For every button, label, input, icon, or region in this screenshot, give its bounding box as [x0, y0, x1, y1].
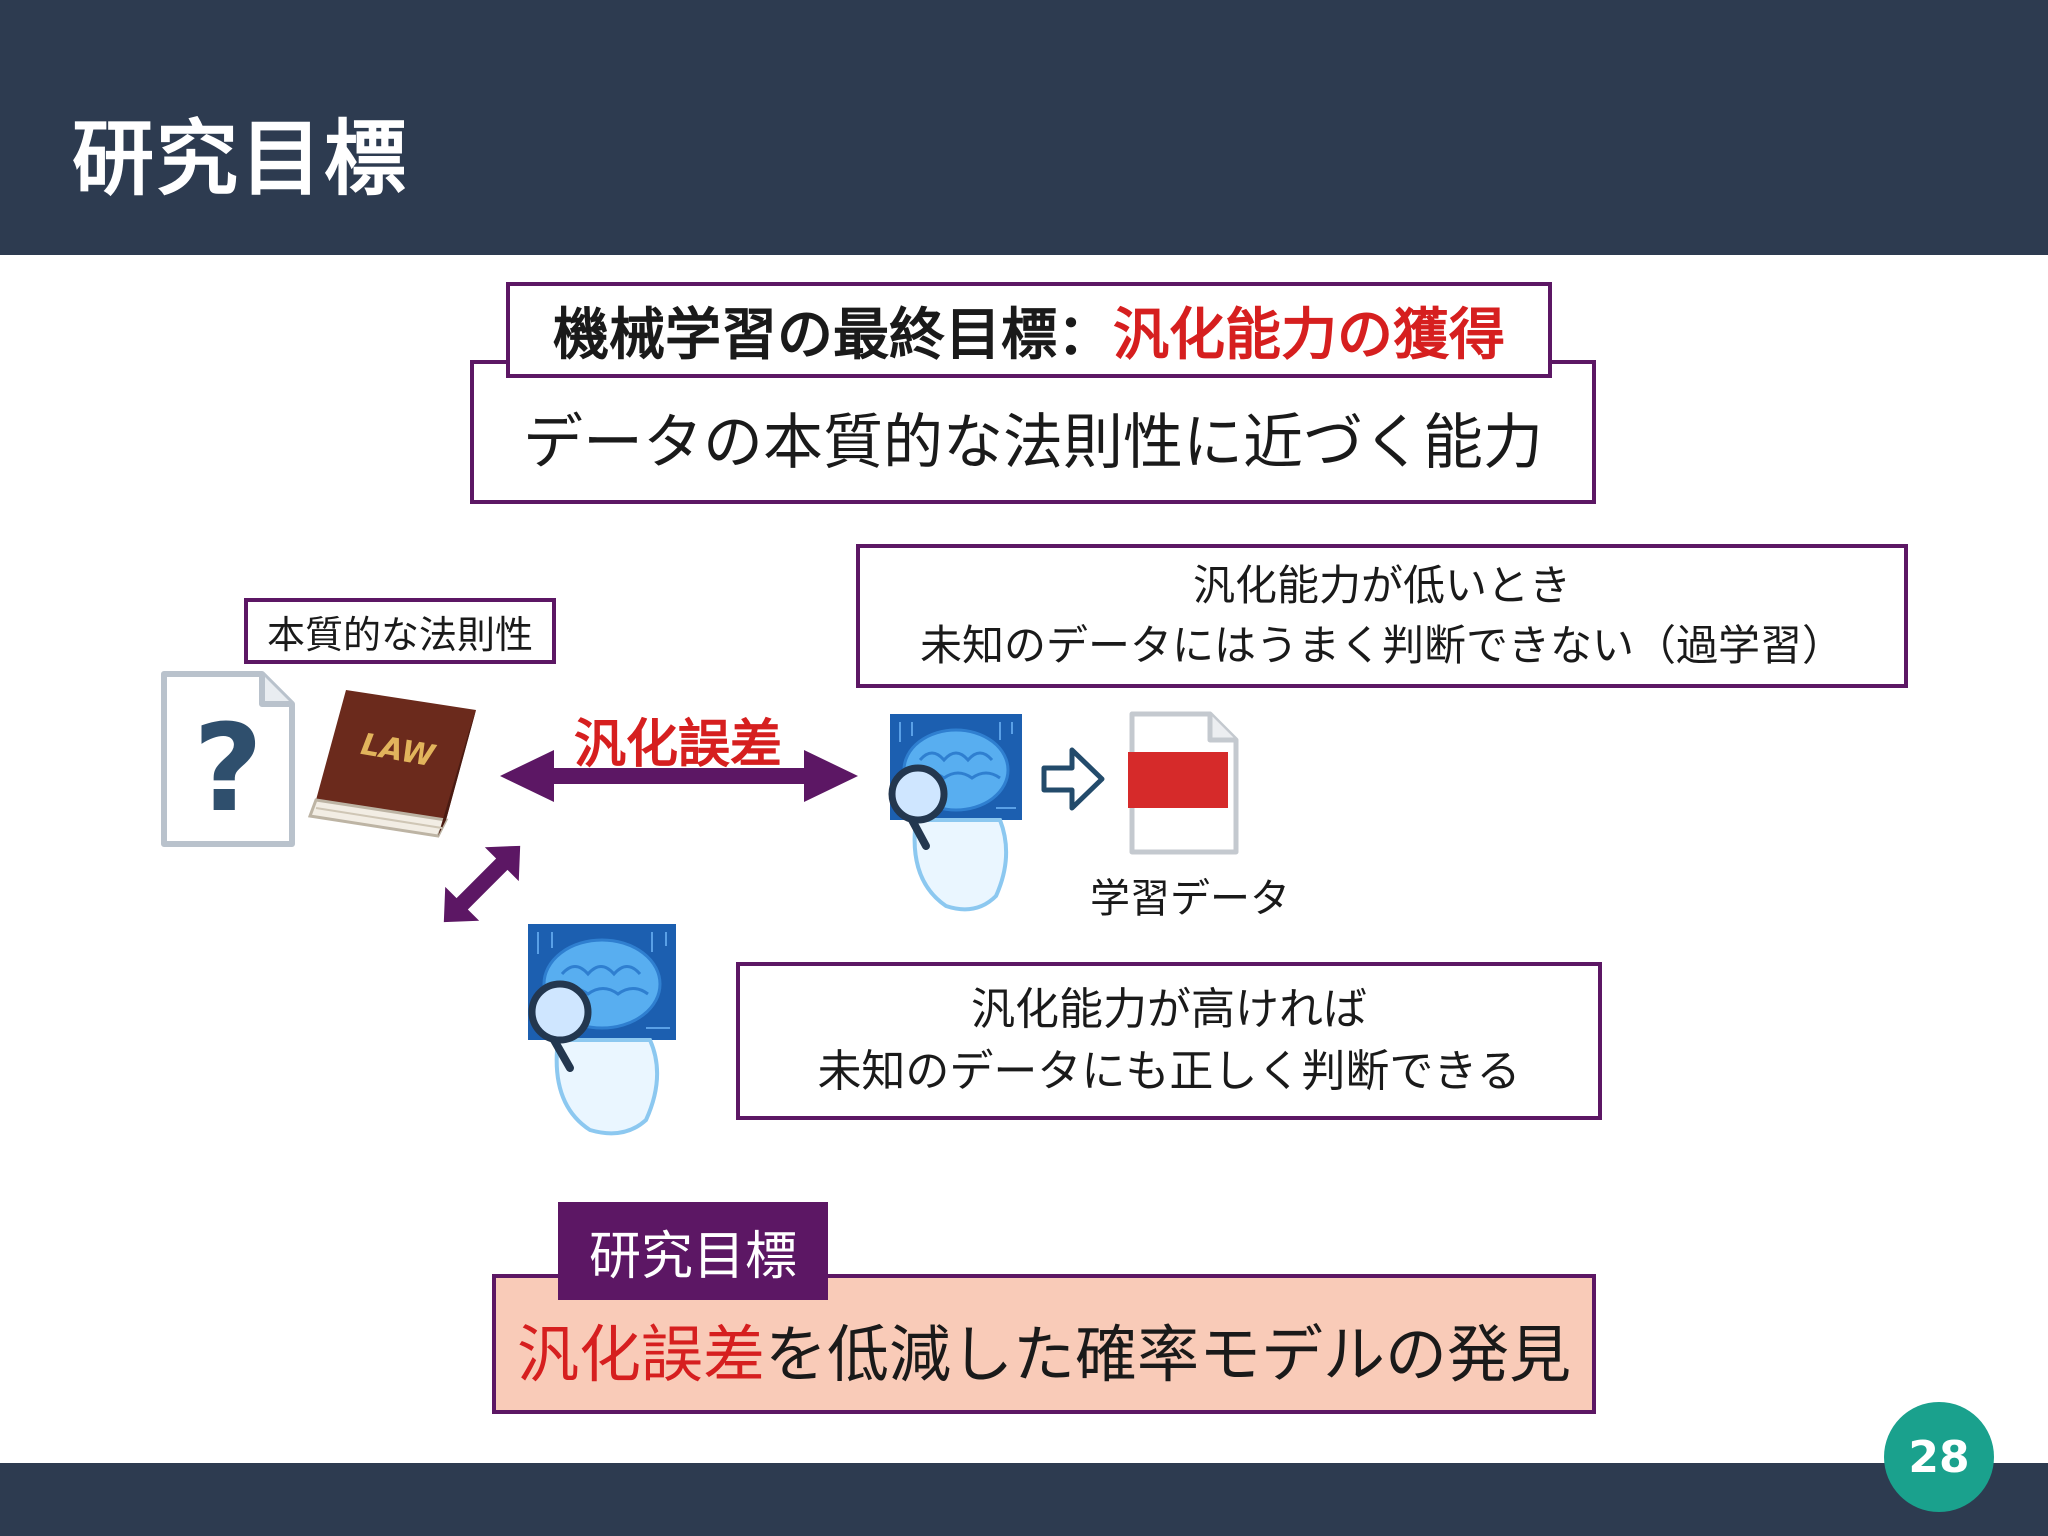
ml-goal-title-prefix-overlay: 機械学習の最終目標：	[553, 302, 1113, 368]
page-title: 研究目標	[72, 112, 409, 207]
page-number-badge: 28	[1884, 1402, 1994, 1512]
research-goal-tag: 研究目標	[558, 1202, 828, 1300]
research-goal-tag-label: 研究目標	[588, 1226, 797, 1287]
high-generalization-line1: 汎化能力が高ければ	[971, 984, 1367, 1035]
research-goal-highlight: 汎化誤差	[516, 1318, 765, 1391]
low-generalization-line1: 汎化能力が低いとき	[1192, 561, 1571, 610]
unknown-document-icon: ?	[161, 671, 295, 847]
ml-goal-title-highlight-overlay: 汎化能力の獲得	[1113, 302, 1505, 368]
high-generalization-line2: 未知のデータにも正しく判断できる	[817, 1046, 1521, 1097]
high-generalization-box: 汎化能力が高ければ 未知のデータにも正しく判断できる	[736, 962, 1602, 1120]
ml-goal-description-box: データの本質的な法則性に近づく能力	[470, 360, 1596, 504]
low-generalization-box: 汎化能力が低いとき 未知のデータにはうまく判断できない（過学習）	[856, 544, 1908, 688]
research-goal-text: を低減した確率モデルの発見	[765, 1318, 1572, 1391]
double-arrow-horizontal-icon	[500, 750, 858, 802]
law-label-box: 本質的な法則性	[244, 598, 556, 664]
low-generalization-line2: 未知のデータにはうまく判断できない（過学習）	[919, 621, 1844, 670]
ai-robot-low-icon	[888, 714, 1022, 912]
research-goal-box: 汎化誤差を低減した確率モデルの発見	[492, 1274, 1596, 1414]
ml-goal-description: データの本質的な法則性に近づく能力	[523, 407, 1543, 478]
page-number: 28	[1908, 1431, 1970, 1483]
header-bar	[0, 0, 2048, 255]
question-mark: ?	[193, 700, 263, 839]
ml-goal-title-box-overlay: 機械学習の最終目標：汎化能力の獲得	[506, 282, 1552, 378]
law-label: 本質的な法則性	[266, 612, 533, 657]
ai-robot-high-icon	[528, 924, 676, 1136]
double-arrow-diagonal-icon	[443, 845, 521, 923]
footer-bar	[0, 1463, 2048, 1536]
right-arrow-icon	[1041, 747, 1105, 811]
training-data-label: 学習データ	[1090, 876, 1290, 922]
generalization-error-label: 汎化誤差	[574, 715, 783, 775]
law-book-icon: LAW	[307, 690, 476, 838]
training-data-document-icon	[1128, 711, 1239, 855]
